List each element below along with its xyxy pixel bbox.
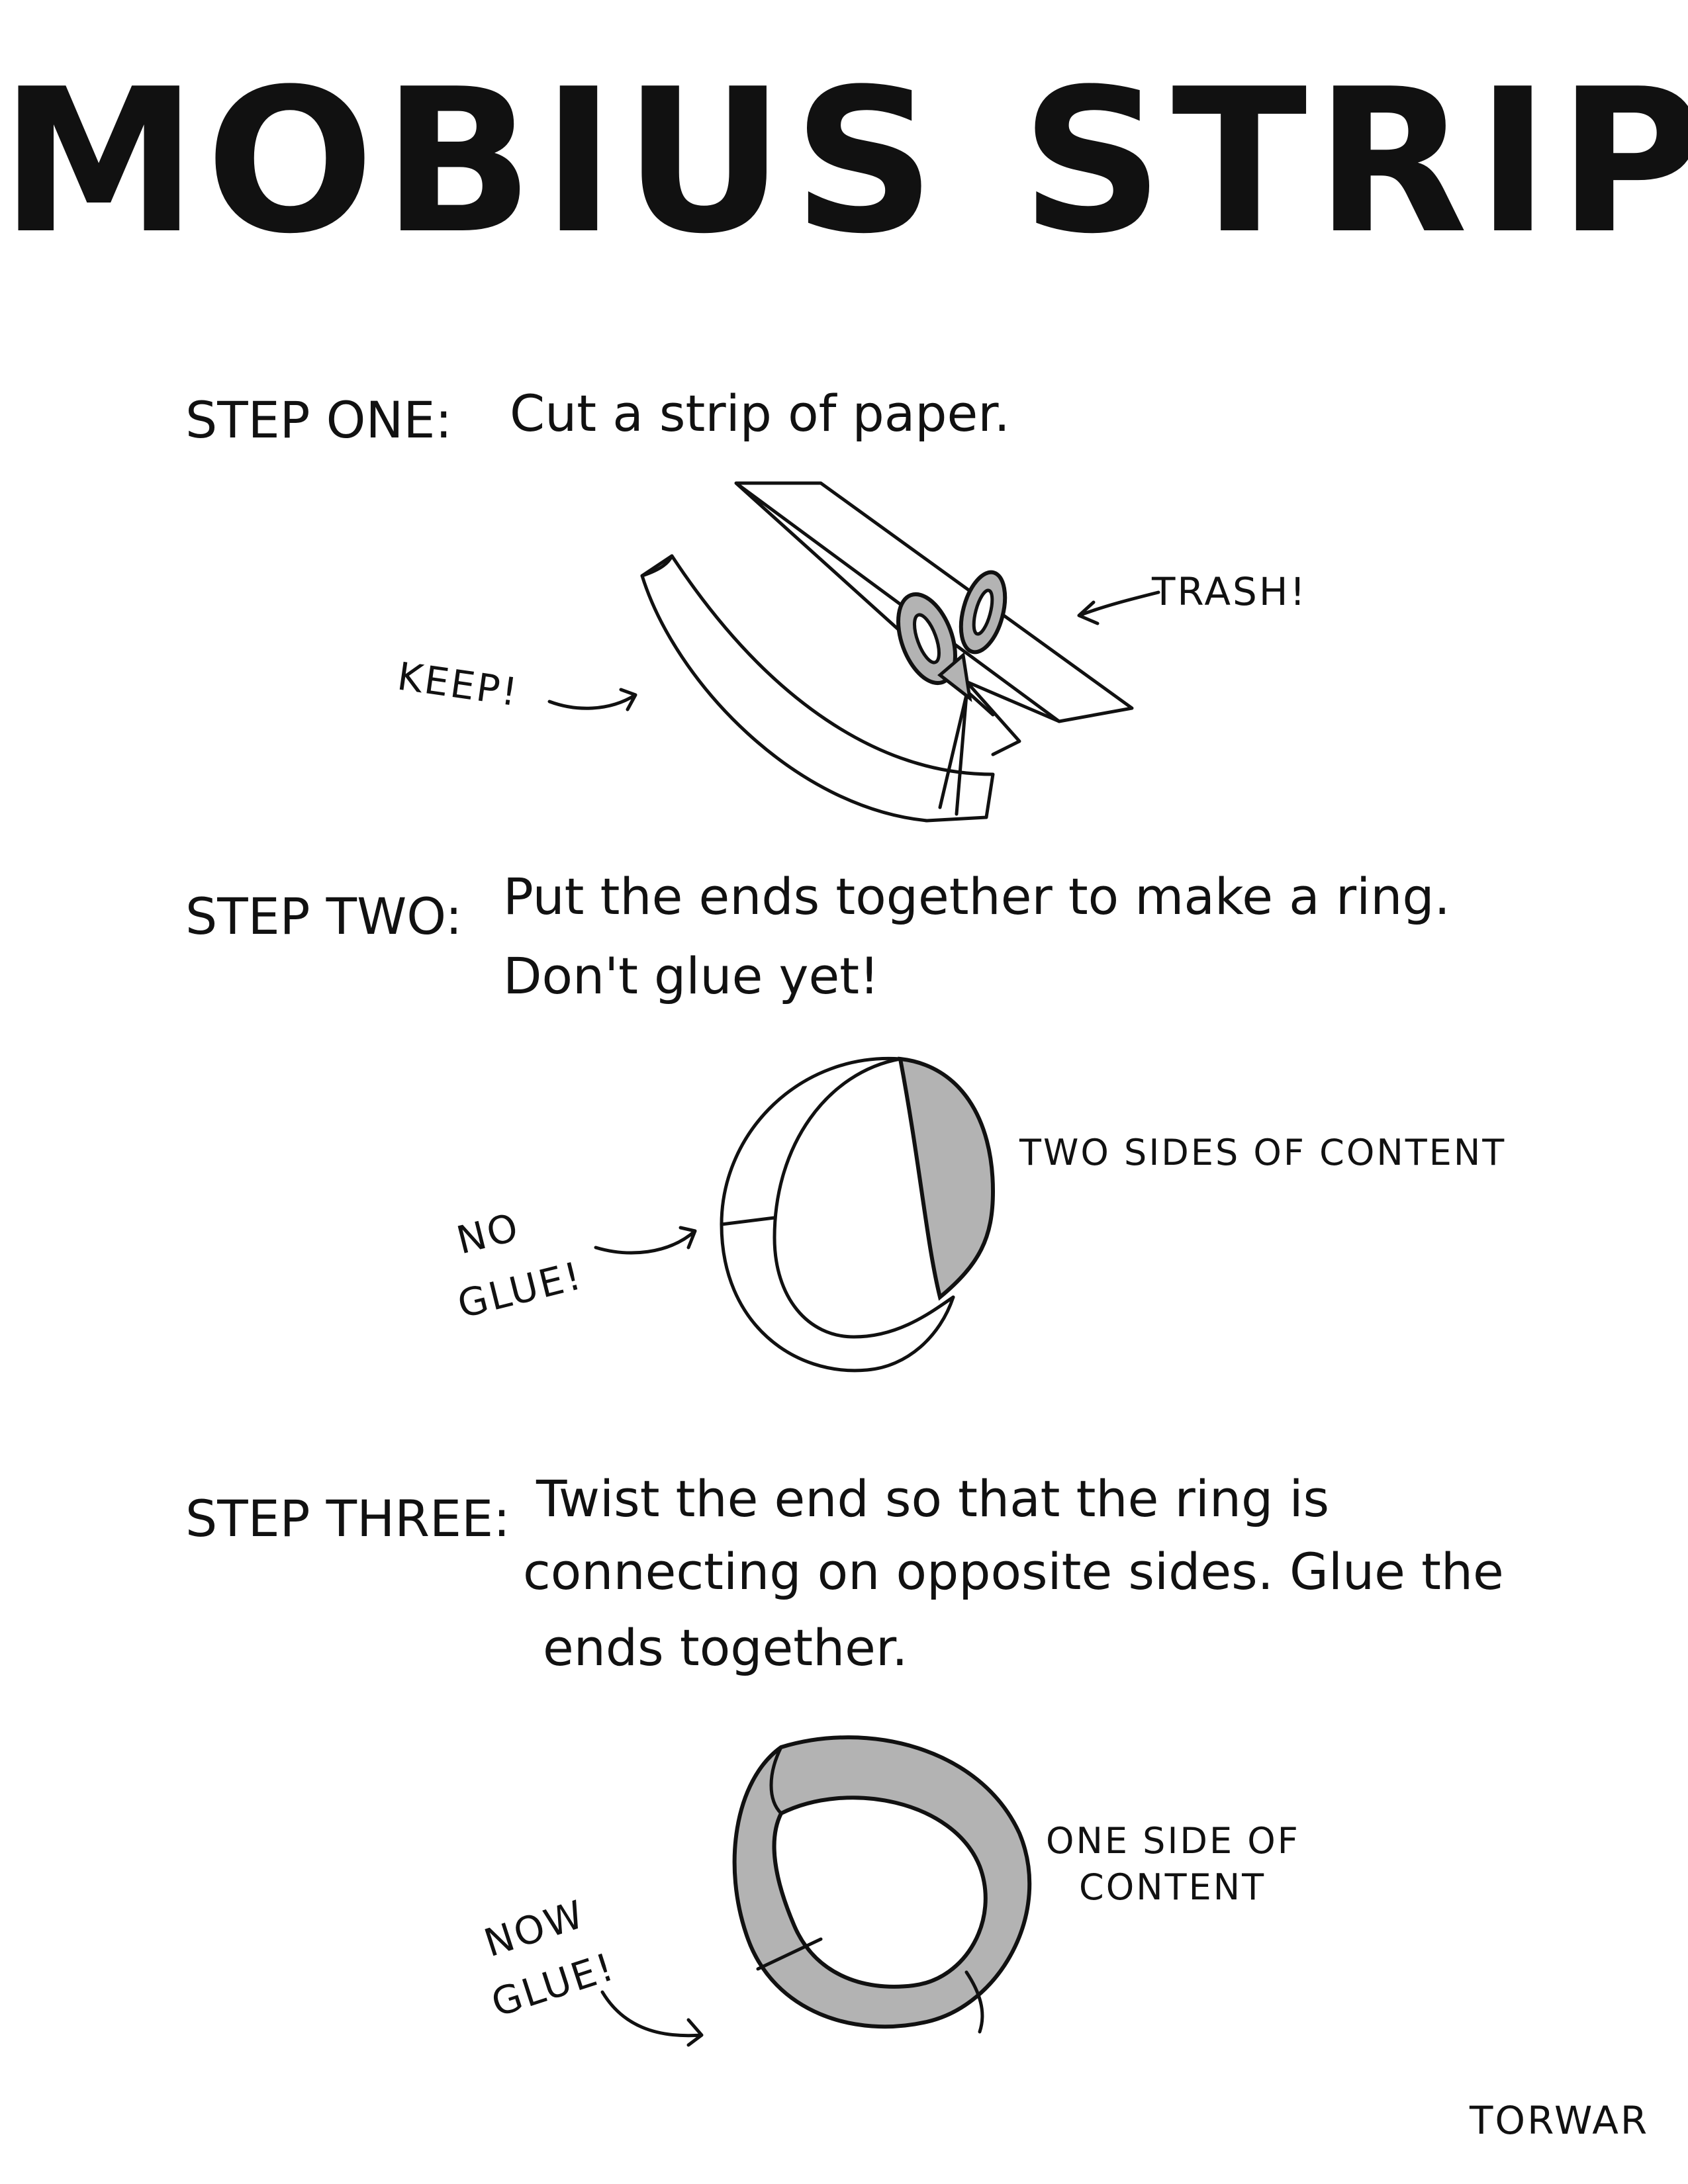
open-ring-illustration — [720, 1056, 996, 1373]
now-glue-arrow-icon — [600, 1990, 704, 2047]
step-three-text-line1: Twist the end so that the ring is — [536, 1469, 1330, 1528]
keep-arrow-icon — [547, 688, 637, 711]
step-two-text-line2: Don't glue yet! — [503, 946, 880, 1005]
scissors-icon — [896, 570, 1008, 702]
mobius-ring-illustration — [732, 1735, 1032, 2034]
step-three-text-line3: ends together. — [543, 1618, 908, 1677]
artist-signature: TORWAR — [1470, 2098, 1650, 2143]
no-glue-label-line1: NO — [452, 1204, 524, 1263]
trash-label: TRASH! — [1152, 569, 1307, 614]
two-sides-label: TWO SIDES OF CONTENT — [1019, 1132, 1507, 1173]
one-side-label-line1: ONE SIDE OF — [1046, 1820, 1300, 1862]
one-side-label-line2: CONTENT — [1079, 1866, 1266, 1908]
cut-paper-illustration — [640, 481, 1134, 823]
step-one-label: STEP ONE: — [185, 390, 452, 449]
step-two-label: STEP TWO: — [185, 887, 463, 946]
trash-arrow-icon — [1077, 590, 1160, 625]
step-three-label: STEP THREE: — [185, 1489, 510, 1548]
keep-label: KEEP! — [395, 653, 522, 715]
step-three-text-line2: connecting on opposite sides. Glue the — [523, 1542, 1504, 1601]
no-glue-label-line2: GLUE! — [453, 1252, 588, 1328]
page-title: MOBIUS STRIP — [0, 46, 1688, 277]
step-two-text-line1: Put the ends together to make a ring. — [503, 867, 1450, 926]
no-glue-arrow-icon — [594, 1226, 697, 1255]
step-one-text: Cut a strip of paper. — [510, 384, 1010, 443]
